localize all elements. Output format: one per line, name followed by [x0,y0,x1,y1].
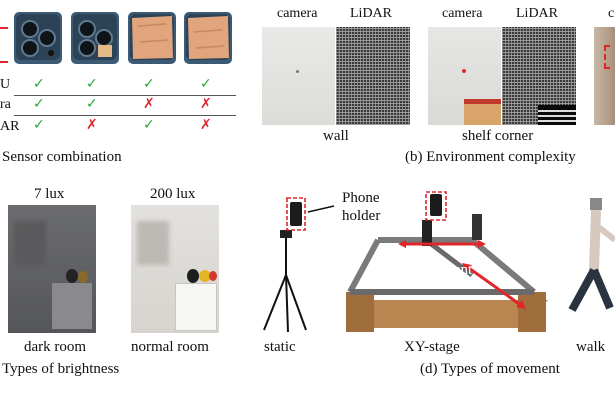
panel-b-caption: (b) Environment complexity [405,149,576,165]
shelf-lidar-dark-region [538,105,576,125]
walking-person [568,198,615,312]
label-wall: wall [323,128,349,144]
row-divider [14,115,236,116]
label-normal-room: normal room [131,339,209,355]
tripod [263,230,307,333]
label-shelf-corner: shelf corner [462,128,534,144]
phone-back-photo-3 [128,12,176,64]
cross-icon: ✗ [200,96,212,112]
label-dark-room: dark room [24,339,87,355]
tripod-phone [290,202,302,226]
check-icon: ✓ [143,117,155,133]
row-divider [14,95,236,96]
panel-c-caption: Types of brightness [2,361,120,377]
toy-object [209,271,217,281]
phone-back-photo-1 [14,12,62,64]
label-static: static [264,339,296,355]
wall-camera-image [262,27,335,125]
panel-a-caption: Sensor combination [2,149,122,165]
wall-dot [296,70,299,73]
row-label: U [0,77,11,92]
header-lidar: LiDAR [516,6,558,21]
wall-lidar-image [336,27,410,125]
xy-arrows [398,240,526,309]
partial-camera-image [594,27,615,125]
label-xy-stage: XY-stage [404,339,460,355]
header-partial: c [608,6,615,21]
check-icon: ✓ [200,76,212,92]
label-walk: walk [576,339,606,355]
shelf-lidar-image [502,27,576,125]
toy-object [187,269,199,283]
header-lidar: LiDAR [350,6,392,21]
check-icon: ✓ [33,117,45,133]
xy-stage [346,194,548,332]
check-icon: ✓ [86,96,98,112]
movement-illustration [263,191,615,333]
shelf-unit [52,283,92,329]
shelf-object [464,99,501,104]
shelf-object [464,103,501,125]
normal-room-photo [131,205,219,333]
toy-object [199,270,211,282]
lux-high-label: 200 lux [150,186,196,202]
shelf-unit [175,283,217,331]
red-dash-mark [0,61,8,63]
xy-movement-label: XY movement [384,262,473,278]
panel-d-caption: (d) Types of movement [420,361,560,377]
phone-holder-label: holder [342,208,381,224]
blurred-poster [137,221,169,265]
row-label: AR [0,119,20,134]
check-icon: ✓ [143,76,155,92]
toy-object [78,271,88,283]
header-camera: camera [277,6,318,21]
partial-dashed-box [604,45,615,69]
blurred-poster [14,221,46,265]
dark-room-photo [8,205,96,333]
cross-icon: ✗ [200,117,212,133]
cross-icon: ✗ [86,117,98,133]
cross-icon: ✗ [143,96,155,112]
header-camera: camera [442,6,483,21]
check-icon: ✓ [33,96,45,112]
phone-back-photo-2 [71,12,119,64]
row-label: ra [0,97,11,112]
check-icon: ✓ [33,76,45,92]
lux-low-label: 7 lux [34,186,65,202]
check-icon: ✓ [86,76,98,92]
toy-object [66,269,78,283]
red-dash-mark [0,27,8,29]
shelf-camera-image [428,27,501,125]
shelf-red-dot [462,69,466,73]
phone-holder-label: Phone [342,190,380,206]
phone-back-photo-4 [184,12,232,64]
